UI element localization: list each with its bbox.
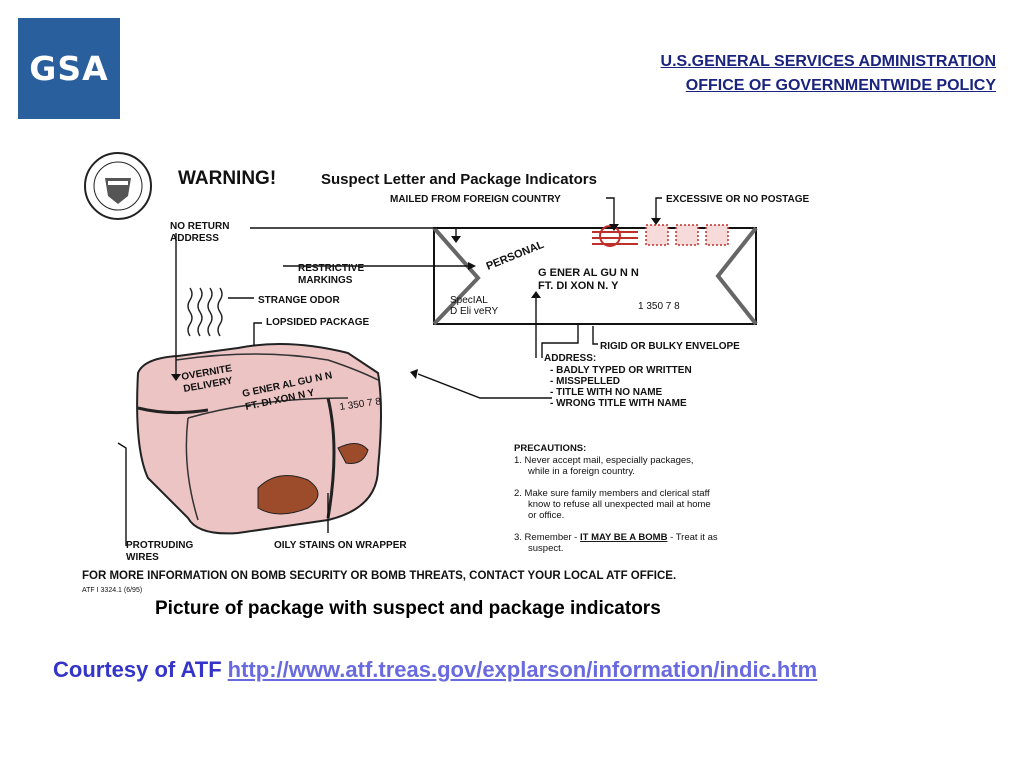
precaution-2-line1: 2. Make sure family members and clerical… bbox=[514, 488, 710, 499]
gsa-logo: GSA bbox=[18, 18, 120, 119]
label-postage: EXCESSIVE OR NO POSTAGE bbox=[666, 194, 810, 205]
label-foreign-country: MAILED FROM FOREIGN COUNTRY bbox=[390, 194, 561, 205]
label-protruding-line1: PROTRUDING bbox=[126, 540, 193, 551]
figure-footer: FOR MORE INFORMATION ON BOMB SECURITY OR… bbox=[82, 570, 676, 582]
warning-subtitle: Suspect Letter and Package Indicators bbox=[321, 171, 597, 188]
figure-caption: Picture of package with suspect and pack… bbox=[155, 598, 661, 619]
label-rigid-envelope: RIGID OR BULKY ENVELOPE bbox=[600, 341, 740, 352]
courtesy-link[interactable]: http://www.atf.treas.gov/explarson/infor… bbox=[227, 657, 818, 682]
precaution-3-bomb: IT MAY BE A BOMB bbox=[580, 532, 668, 543]
envelope-address-line2: FT. DI XON N. Y bbox=[538, 280, 619, 292]
envelope-zip: 1 350 7 8 bbox=[638, 301, 680, 312]
atf-seal-icon bbox=[84, 152, 152, 220]
label-address-item3: - TITLE WITH NO NAME bbox=[550, 387, 663, 398]
header-office: OFFICE OF GOVERNMENTWIDE POLICY bbox=[685, 77, 996, 94]
envelope-address-line1: G ENER AL GU N N bbox=[538, 267, 639, 279]
envelope-special-line2: D Eli veRY bbox=[450, 306, 498, 317]
label-strange-odor: STRANGE ODOR bbox=[258, 295, 340, 306]
precaution-1-line2: while in a foreign country. bbox=[527, 466, 635, 477]
leader-lines bbox=[117, 197, 662, 546]
precaution-3-line1: 3. Remember - IT MAY BE A BOMB - Treat i… bbox=[514, 532, 718, 543]
envelope: PERSONAL G ENER AL GU N N FT. DI XON N. … bbox=[432, 224, 758, 326]
leader-arrowheads bbox=[171, 218, 661, 381]
stamps-icon bbox=[645, 224, 729, 246]
header-agency: U.S.GENERAL SERVICES ADMINISTRATION bbox=[660, 53, 996, 70]
precaution-2-line3: or office. bbox=[528, 510, 564, 521]
precaution-3-tail: - Treat it as bbox=[667, 532, 717, 543]
precautions-heading: PRECAUTIONS: bbox=[514, 443, 586, 454]
precaution-2-line2: know to refuse all unexpected mail at ho… bbox=[528, 499, 711, 510]
label-address-item4: - WRONG TITLE WITH NAME bbox=[550, 398, 687, 409]
precautions-block: PRECAUTIONS: 1. Never accept mail, espec… bbox=[514, 443, 718, 554]
label-protruding-line2: WIRES bbox=[126, 552, 159, 563]
courtesy-text: Courtesy of ATF bbox=[53, 657, 222, 682]
label-oily-stains: OILY STAINS ON WRAPPER bbox=[274, 540, 407, 551]
label-restrictive-line2: MARKINGS bbox=[298, 275, 353, 286]
label-no-return-line2: ADDRESS bbox=[170, 233, 219, 244]
package: OVERNITE DELIVERY G ENER AL GU N N FT. D… bbox=[136, 343, 382, 535]
precaution-3-lead: 3. Remember - bbox=[514, 532, 580, 543]
gsa-logo-text: GSA bbox=[29, 49, 109, 88]
label-address-item2: - MISSPELLED bbox=[550, 376, 620, 387]
figure-form-number: ATF I 3324.1 (6/95) bbox=[82, 587, 142, 594]
label-address-item1: - BADLY TYPED OR WRITTEN bbox=[550, 365, 692, 376]
precaution-3-line2: suspect. bbox=[528, 543, 563, 554]
warning-figure: WARNING! Suspect Letter and Package Indi… bbox=[82, 152, 810, 594]
precaution-1-line1: 1. Never accept mail, especially package… bbox=[514, 455, 694, 466]
label-restrictive-line1: RESTRICTIVE bbox=[298, 263, 364, 274]
label-no-return-line1: NO RETURN bbox=[170, 221, 229, 232]
label-address-heading: ADDRESS: bbox=[544, 353, 596, 364]
warning-title: WARNING! bbox=[178, 168, 276, 189]
label-lopsided-package: LOPSIDED PACKAGE bbox=[266, 317, 369, 328]
postmark-icon bbox=[592, 225, 638, 247]
odor-waves-icon bbox=[187, 287, 223, 337]
envelope-special-line1: SpecIAL bbox=[450, 295, 488, 306]
